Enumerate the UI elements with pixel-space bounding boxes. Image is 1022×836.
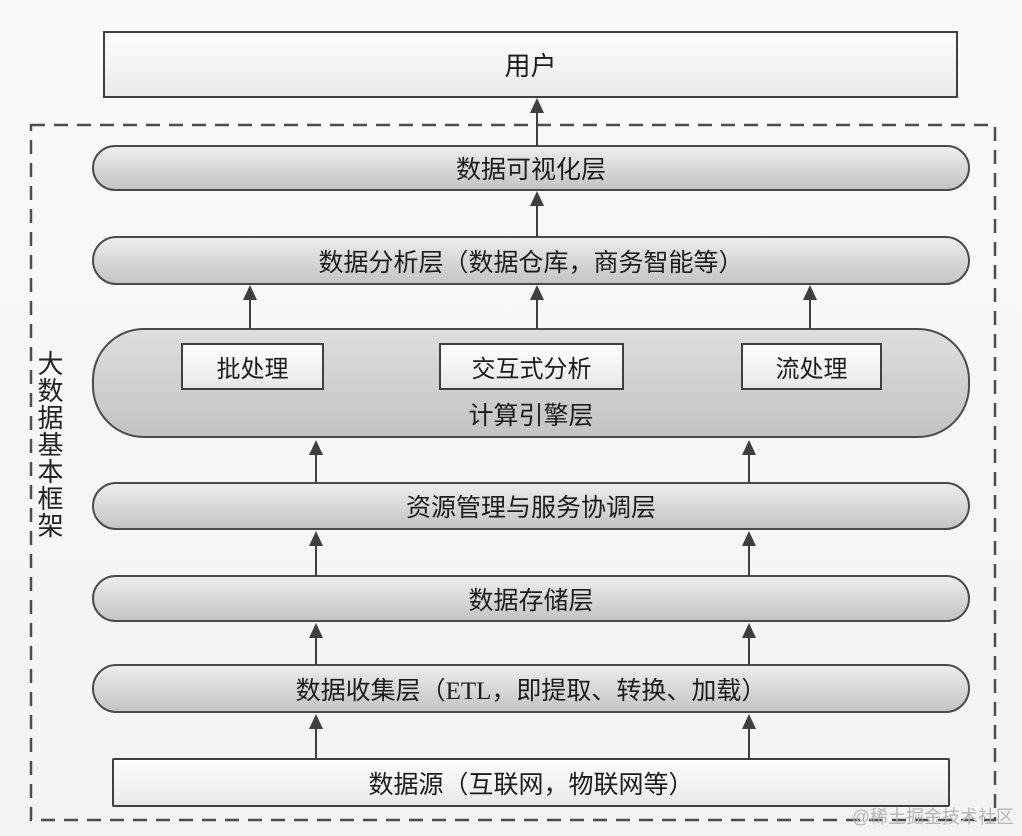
layer-storage-label: 数据存储层 <box>468 587 594 615</box>
watermark-text: @稀土掘金技术社区 <box>851 807 1014 827</box>
flow-arrow-collection-to-storage-right <box>742 623 756 665</box>
layer-visualization-label: 数据可视化层 <box>455 157 606 184</box>
flow-arrow-resource-to-compute-left <box>309 440 323 483</box>
engine-batch-processing: 批处理 <box>181 343 324 390</box>
arrow-shaft <box>748 541 750 576</box>
layer-compute-engine-label: 计算引擎层 <box>468 403 594 430</box>
arrow-head <box>309 623 323 638</box>
layer-data-source: 数据源（互联网，物联网等） <box>112 758 950 807</box>
user-box-label: 用户 <box>504 52 557 81</box>
frame-side-label: 大数据基本框架 <box>34 350 63 539</box>
flow-arrow-storage-to-resource-right <box>742 531 756 576</box>
arrow-head <box>530 191 544 206</box>
arrow-head <box>530 98 544 113</box>
arrow-shaft <box>315 633 317 665</box>
flow-arrow-resource-to-compute-right <box>742 440 756 483</box>
flow-arrow-compute-to-analysis-center <box>530 285 544 329</box>
flow-arrow-storage-to-resource-left <box>309 531 323 576</box>
arrow-shaft <box>315 450 317 483</box>
arrow-shaft <box>536 201 538 237</box>
layer-data-collection: 数据收集层（ETL，即提取、转换、加载） <box>92 664 970 713</box>
arrow-shaft <box>809 295 811 329</box>
arrow-shaft <box>249 295 251 329</box>
engine-batch-label: 批处理 <box>216 357 289 383</box>
flow-arrow-compute-to-analysis-left <box>243 285 257 329</box>
engine-stream-processing: 流处理 <box>741 343 882 390</box>
flow-arrow-source-to-collection-right <box>742 714 756 759</box>
layer-resource-label: 资源管理与服务协调层 <box>405 495 656 522</box>
engine-interactive-analysis: 交互式分析 <box>439 343 624 390</box>
arrow-shaft <box>748 724 750 759</box>
engine-interactive-label: 交互式分析 <box>471 357 592 383</box>
arrow-head <box>309 440 323 455</box>
layer-resource-management: 资源管理与服务协调层 <box>92 482 970 530</box>
arrow-head <box>530 285 544 300</box>
layer-compute-engine: 批处理 交互式分析 流处理 计算引擎层 <box>92 328 970 438</box>
arrow-shaft <box>536 295 538 329</box>
arrow-head <box>742 714 756 729</box>
layer-source-label: 数据源（互联网，物联网等） <box>368 771 694 799</box>
arrow-head <box>742 440 756 455</box>
arrow-shaft <box>748 450 750 483</box>
arrow-shaft <box>315 724 317 759</box>
user-box: 用户 <box>103 31 958 98</box>
arrow-shaft <box>748 633 750 665</box>
flow-arrow-source-to-collection-left <box>309 714 323 759</box>
flow-arrow-visualization-to-user <box>530 98 544 146</box>
arrow-shaft <box>315 541 317 576</box>
layer-collection-label: 数据收集层（ETL，即提取、转换、加载） <box>295 677 767 705</box>
flow-arrow-analysis-to-visualization <box>530 191 544 237</box>
arrow-shaft <box>536 108 538 146</box>
layer-visualization: 数据可视化层 <box>92 145 970 191</box>
arrow-head <box>742 623 756 638</box>
arrow-head <box>742 531 756 546</box>
layer-analysis-label: 数据分析层（数据仓库，商务智能等） <box>318 249 744 277</box>
layer-data-storage: 数据存储层 <box>92 575 970 622</box>
engine-stream-label: 流处理 <box>775 357 848 383</box>
flow-arrow-collection-to-storage-left <box>309 623 323 665</box>
arrow-head <box>243 285 257 300</box>
flow-arrow-compute-to-analysis-right <box>803 285 817 329</box>
arrow-head <box>309 531 323 546</box>
arrow-head <box>309 714 323 729</box>
arrow-head <box>803 285 817 300</box>
layer-analysis: 数据分析层（数据仓库，商务智能等） <box>92 236 970 285</box>
